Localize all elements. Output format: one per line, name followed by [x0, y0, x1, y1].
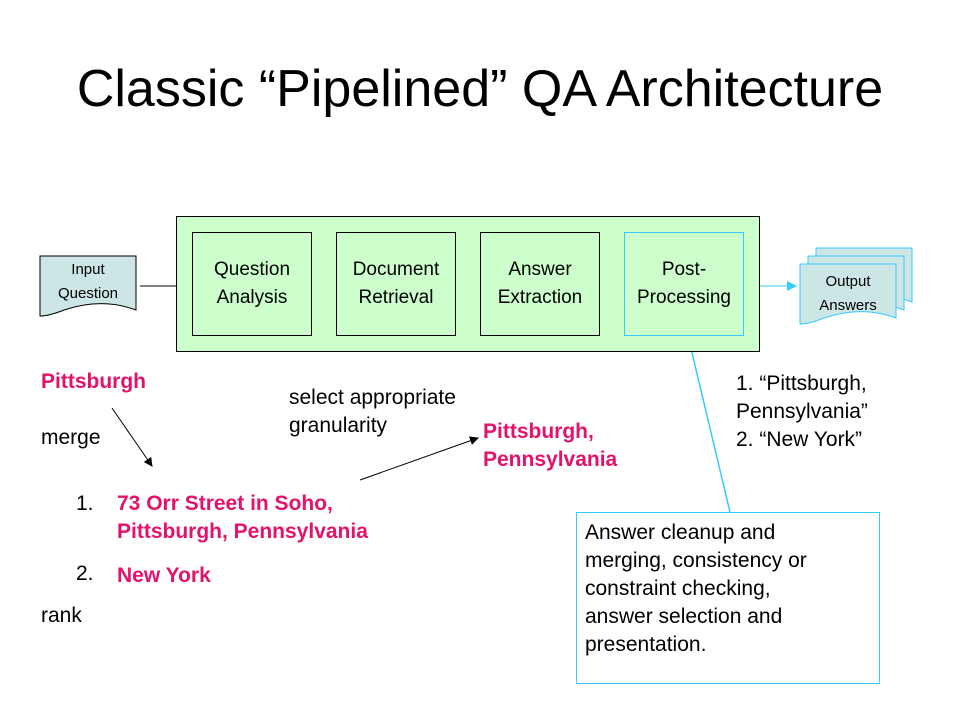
input-document-shape [39, 255, 137, 317]
merge-label: merge [41, 426, 101, 449]
ranked-item-1-text: 73 Orr Street in Soho, Pittsburgh, Penns… [117, 492, 368, 543]
merge-arrow [111, 407, 153, 467]
select-granularity-label: select appropriate granularity [289, 386, 456, 437]
granularity-arrow [359, 436, 479, 481]
granular-answer: Pittsburgh, Pennsylvania [483, 420, 618, 471]
stage-question-analysis: Question Analysis [192, 232, 312, 336]
ranked-item-2-number: 2. [76, 562, 94, 585]
page-title: Classic “Pipelined” QA Architecture [76, 60, 884, 118]
stage-answer-extraction: Answer Extraction [480, 232, 600, 336]
ranked-item-2-text: New York [117, 564, 211, 587]
ranked-item-1-number: 1. [76, 492, 94, 515]
stage-document-retrieval: Document Retrieval [336, 232, 456, 336]
final-answers-list: 1. “Pittsburgh, Pennsylvania” 2. “New Yo… [736, 372, 868, 451]
rank-label: rank [41, 604, 82, 627]
candidate-pittsburgh: Pittsburgh [41, 370, 146, 393]
stage-post-processing: Post- Processing [624, 232, 744, 336]
output-answers-label: Output Answers [819, 273, 877, 314]
input-question-label: Input Question [57, 261, 119, 302]
post-processing-callout: Answer cleanup and merging, consistency … [576, 512, 880, 684]
callout-arrow [685, 335, 731, 513]
output-document-front [799, 263, 897, 325]
